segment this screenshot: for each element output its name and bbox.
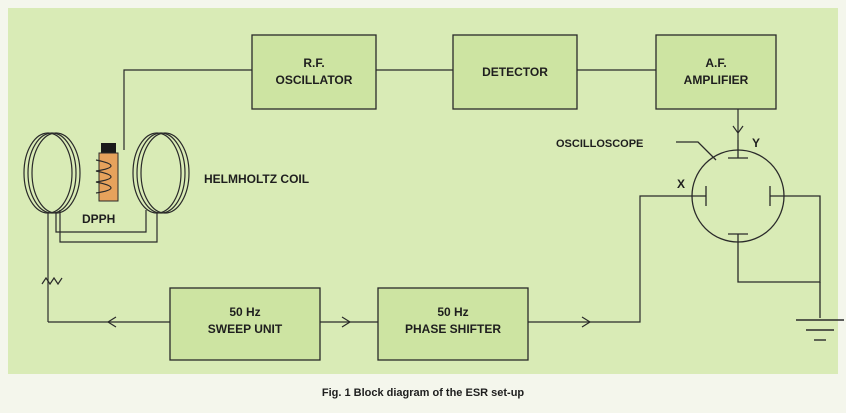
figure-caption: Fig. 1 Block diagram of the ESR set-up: [322, 387, 525, 399]
phase-out-arrow: [581, 316, 592, 328]
rf-oscillator-block: R.F. OSCILLATOR: [251, 34, 377, 110]
sweep-to-phase-arrow: [341, 316, 352, 328]
coil-wires: [41, 195, 700, 328]
af-amplifier-line2: AMPLIFIER: [684, 73, 749, 87]
phase-to-scope-wire: [528, 195, 700, 323]
phase-shifter-line1: 50 Hz: [437, 305, 468, 319]
af-amplifier-block: A.F. AMPLIFIER: [655, 34, 777, 110]
dpph-label: DPPH: [82, 212, 115, 226]
af-amplifier-line1: A.F.: [705, 56, 726, 70]
x-plate-label: X: [677, 177, 685, 191]
phase-shifter-line2: PHASE SHIFTER: [405, 322, 501, 336]
ground-icon: [796, 319, 844, 341]
oscilloscope: [676, 140, 821, 318]
oscilloscope-label: OSCILLOSCOPE: [556, 138, 643, 150]
sweep-unit-line2: SWEEP UNIT: [208, 322, 283, 336]
dpph-sample: [95, 143, 119, 202]
amplifier-arrow: [732, 125, 744, 135]
sweep-unit-line1: 50 Hz: [229, 305, 260, 319]
sweep-unit-block: 50 Hz SWEEP UNIT: [169, 287, 321, 361]
ac-symbol: [41, 276, 63, 286]
sweep-arrow-left: [106, 316, 117, 328]
helmholtz-coil-label: HELMHOLTZ COIL: [204, 172, 309, 186]
detector-block: DETECTOR: [452, 34, 578, 110]
rf-to-sample-wire: [123, 69, 252, 150]
detector-label: DETECTOR: [482, 65, 548, 79]
phase-shifter-block: 50 Hz PHASE SHIFTER: [377, 287, 529, 361]
oscilloscope-pointer: [676, 141, 717, 161]
y-plate-label: Y: [752, 136, 760, 150]
rf-oscillator-line2: OSCILLATOR: [276, 73, 353, 87]
rf-oscillator-line1: R.F.: [303, 56, 324, 70]
signal-wires: [123, 69, 744, 150]
